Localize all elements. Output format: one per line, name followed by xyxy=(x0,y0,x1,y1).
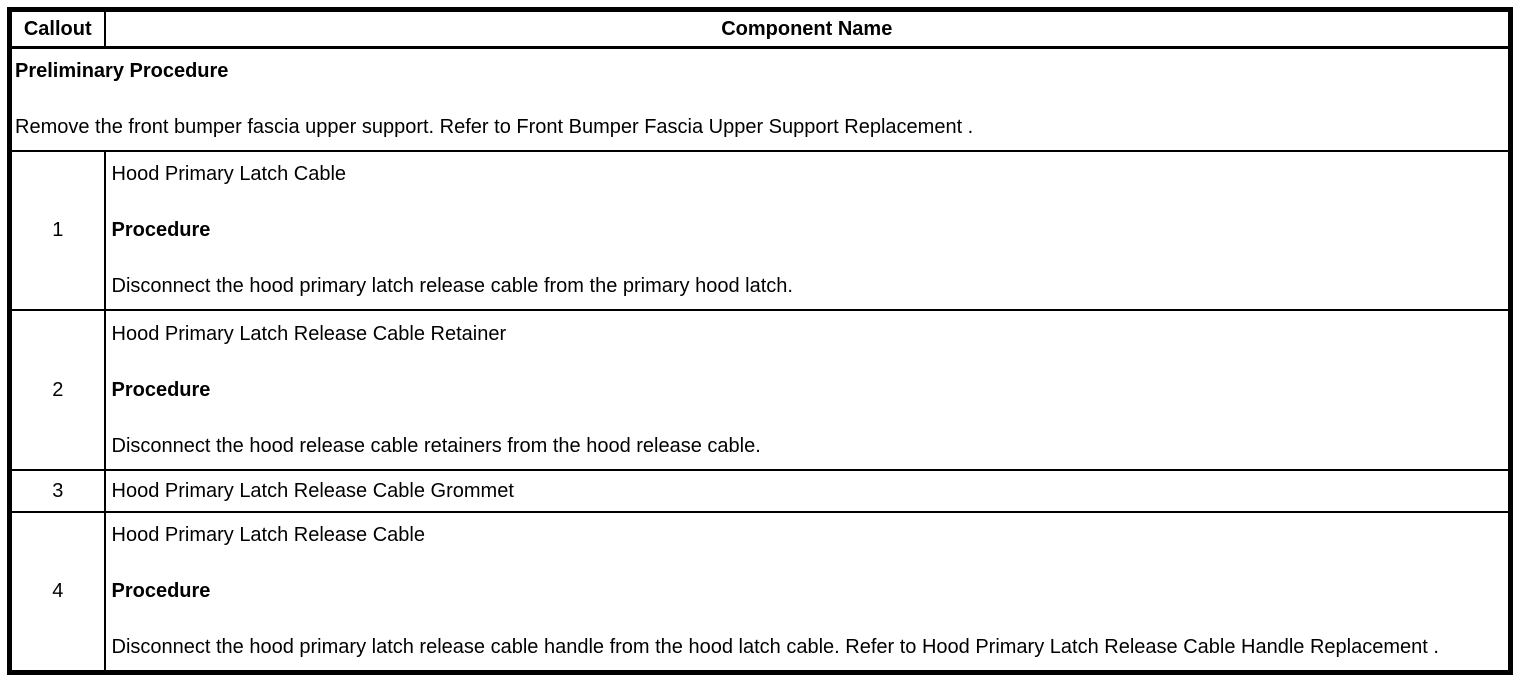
component-cell: Hood Primary Latch Cable Procedure Disco… xyxy=(103,149,1512,312)
header-callout: Callout xyxy=(8,8,106,49)
procedure-text: Disconnect the hood primary latch releas… xyxy=(111,275,793,298)
preliminary-text: Remove the front bumper fascia upper sup… xyxy=(15,116,974,139)
callout-table: Callout Component Name Preliminary Proce… xyxy=(7,7,1513,675)
procedure-text: Disconnect the hood release cable retain… xyxy=(111,434,761,457)
preliminary-row: Preliminary Procedure Remove the front b… xyxy=(8,46,1512,152)
callout-cell: 1 xyxy=(8,149,106,312)
component-name: Hood Primary Latch Release Cable xyxy=(111,524,426,547)
component-name: Hood Primary Latch Cable xyxy=(111,163,347,186)
callout-cell: 2 xyxy=(8,309,106,471)
preliminary-title: Preliminary Procedure xyxy=(15,60,229,83)
procedure-label: Procedure xyxy=(111,219,211,242)
header-component-name: Component Name xyxy=(103,8,1512,49)
procedure-text: Disconnect the hood primary latch releas… xyxy=(111,636,1439,659)
component-cell: Hood Primary Latch Release Cable Grommet xyxy=(103,468,1512,513)
callout-cell: 3 xyxy=(8,468,106,513)
procedure-label: Procedure xyxy=(111,580,211,603)
table-row: 1 Hood Primary Latch Cable Procedure Dis… xyxy=(8,149,1512,312)
header-row: Callout Component Name xyxy=(8,8,1512,49)
callout-cell: 4 xyxy=(8,510,106,674)
table-row: 4 Hood Primary Latch Release Cable Proce… xyxy=(8,510,1512,674)
component-name: Hood Primary Latch Release Cable Grommet xyxy=(111,479,514,502)
table-row: 3 Hood Primary Latch Release Cable Gromm… xyxy=(8,468,1512,513)
preliminary-cell: Preliminary Procedure Remove the front b… xyxy=(8,46,1512,152)
component-name: Hood Primary Latch Release Cable Retaine… xyxy=(111,322,507,345)
table-row: 2 Hood Primary Latch Release Cable Retai… xyxy=(8,309,1512,471)
component-cell: Hood Primary Latch Release Cable Retaine… xyxy=(103,309,1512,471)
procedure-label: Procedure xyxy=(111,378,211,401)
component-cell: Hood Primary Latch Release Cable Procedu… xyxy=(103,510,1512,674)
